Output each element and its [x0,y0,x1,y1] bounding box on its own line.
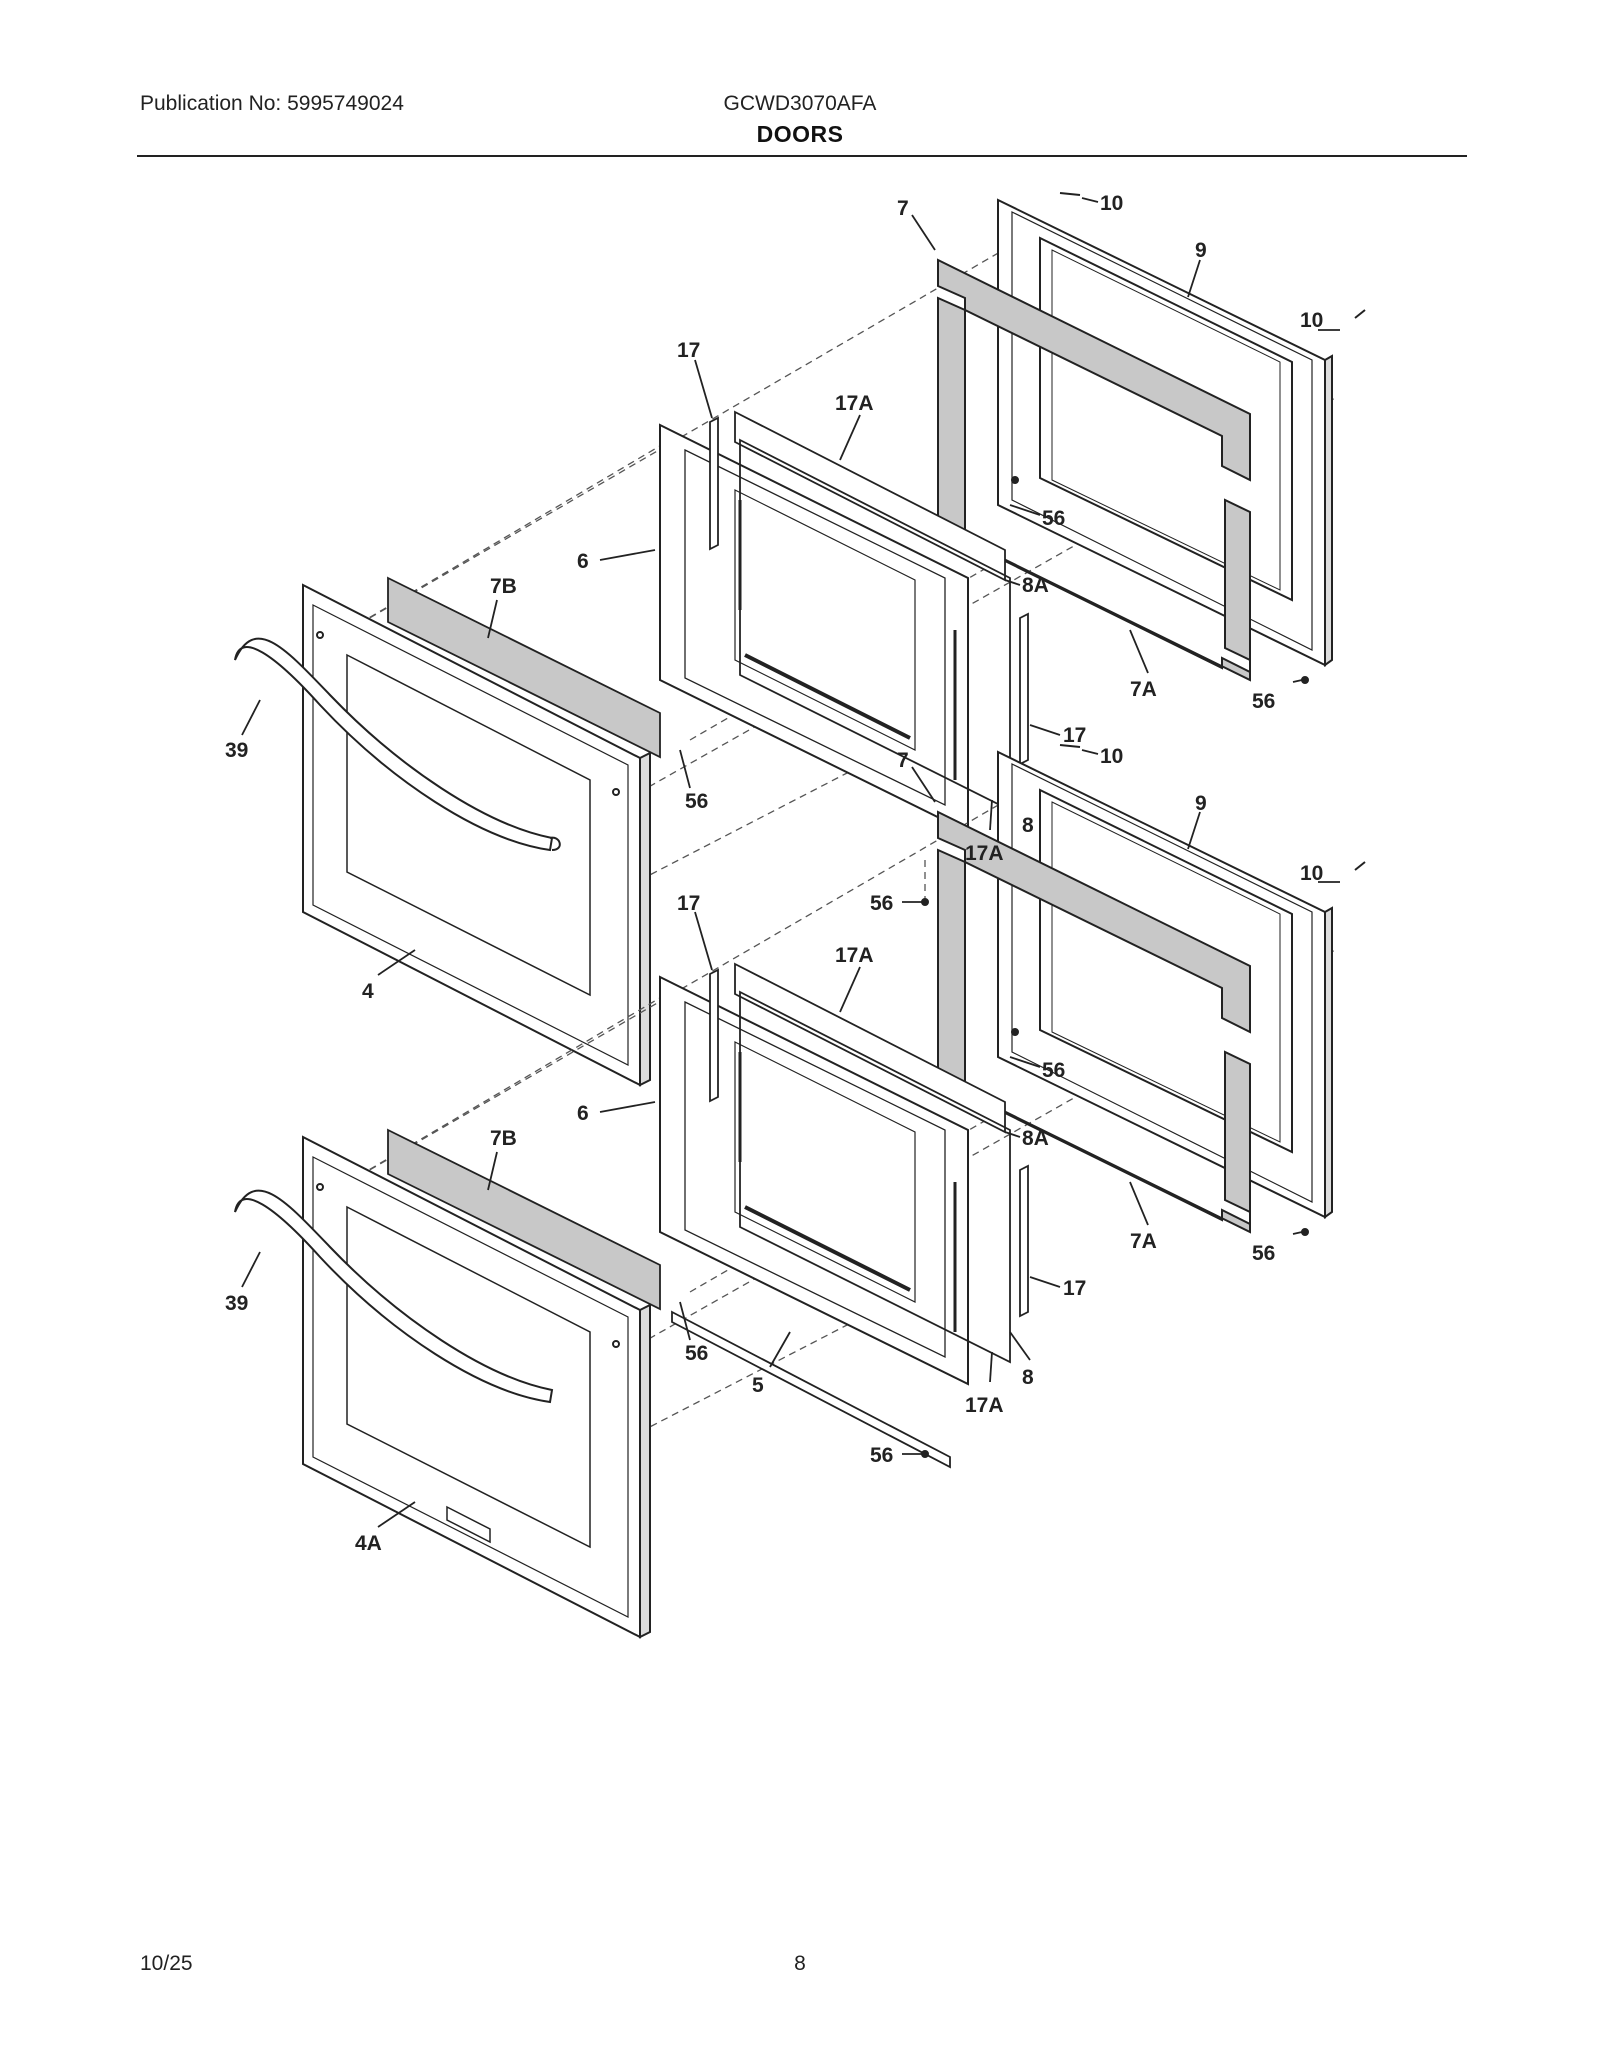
callout-56: 56 [1252,1242,1275,1265]
door-frame [659,423,969,834]
model-number: GCWD3070AFA [723,92,877,115]
callout-10: 10 [1100,745,1123,768]
callout-4: 4 [362,980,374,1003]
screws [921,192,1366,906]
callout-7b: 7B [490,1127,517,1150]
page-number: 8 [794,1952,806,1975]
callout-56: 56 [1252,690,1275,713]
callout-8: 8 [1022,814,1034,837]
callout-17a: 17A [835,392,874,415]
callout-17a: 17A [965,1394,1004,1417]
header-rule [137,155,1467,157]
callout-8: 8 [1022,1366,1034,1389]
outer-door-panel [302,583,651,1087]
publication-number: Publication No: 5995749024 [140,92,404,115]
callout-17a: 17A [835,944,874,967]
callout-8a: 8A [1022,574,1049,597]
side-rail [709,968,1029,1318]
leader-lines [241,749,1340,1528]
callout-56: 56 [685,790,708,813]
callout-6: 6 [577,1102,589,1125]
callout-17: 17 [677,892,700,915]
outer-door-panel [302,1135,651,1639]
callout-56: 56 [1042,507,1065,530]
callout-7: 7 [897,749,909,772]
callout-7b: 7B [490,575,517,598]
screws [921,744,1366,1458]
exploded-door-diagram: 10 7 9 10 17 17A 56 6 8A 7B 7A 56 39 17 … [225,192,1366,1639]
revision-date: 10/25 [140,1952,193,1975]
callout-labels: 10 7 9 10 17 17A 56 6 8A 7B 7A 56 39 17 … [225,192,1323,1555]
upper-door-assembly [234,192,1366,1087]
callout-5: 5 [752,1374,764,1397]
callout-8a: 8A [1022,1127,1049,1150]
brand-badge-icon [446,1505,491,1544]
callout-17: 17 [1063,724,1086,747]
callout-10: 10 [1300,309,1323,332]
section-title: DOORS [756,121,844,147]
callout-9: 9 [1195,792,1207,815]
door-insulation [387,1128,661,1311]
callout-10: 10 [1100,192,1123,215]
side-rail [709,416,1029,766]
callout-7a: 7A [1130,678,1157,701]
callout-7a: 7A [1130,1230,1157,1253]
callout-17: 17 [677,339,700,362]
callout-39: 39 [225,1292,248,1315]
lower-door-assembly [234,744,1366,1639]
callout-56: 56 [870,1444,893,1467]
door-handle [234,637,561,852]
callout-56: 56 [685,1342,708,1365]
callout-56: 56 [1042,1059,1065,1082]
door-handle [234,1189,554,1404]
callout-56: 56 [870,892,893,915]
door-frame [659,975,969,1386]
door-insulation [387,576,661,759]
callout-39: 39 [225,739,248,762]
bottom-trim [671,1310,951,1469]
callout-6: 6 [577,550,589,573]
callout-17: 17 [1063,1277,1086,1300]
callout-9: 9 [1195,239,1207,262]
callout-4a: 4A [355,1532,382,1555]
callout-7: 7 [897,197,909,220]
callout-10: 10 [1300,862,1323,885]
callout-17a: 17A [965,842,1004,865]
